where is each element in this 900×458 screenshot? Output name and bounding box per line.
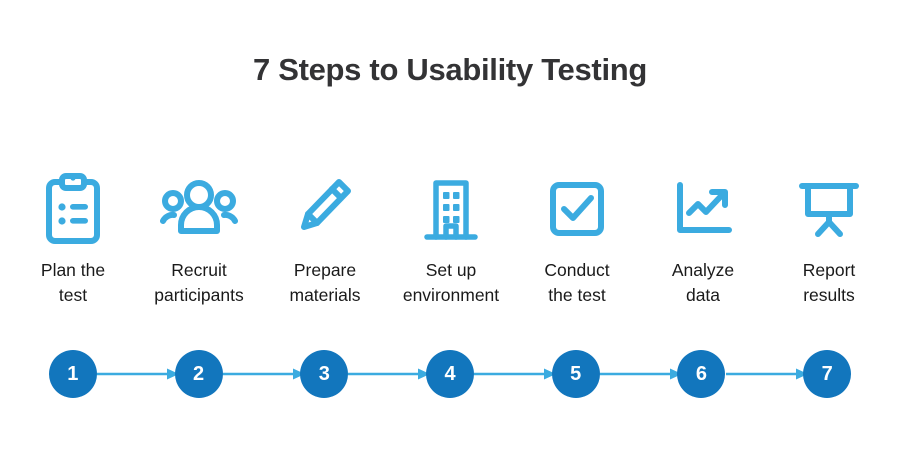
step-label: Plan the test [10,258,136,314]
step-label-line2: materials [289,285,361,305]
step-number-cell-4: 4 [387,345,557,403]
step-label-line1: Conduct [544,260,610,280]
arrow-icon [348,368,432,380]
step-number-badge: 3 [300,350,349,398]
step-label-line2: test [58,285,88,305]
steps-row: Plan the test Recruit [10,170,890,314]
step-number-badge: 2 [174,350,223,398]
step-label-line1: Prepare [293,260,357,280]
step-1: Plan the test [10,170,136,314]
arrow-icon [97,368,181,380]
checkbox-check-icon [548,170,606,248]
step-7: Report results [766,170,892,314]
step-label: Set up environment [388,258,514,314]
step-number-badge: 7 [803,350,852,398]
step-label-line1: Plan the [40,260,106,280]
step-5: Conduct the test [514,170,640,314]
page-title: 7 Steps to Usability Testing [252,52,648,87]
step-number-cell-7: 7 [764,345,890,403]
step-label-line1: Analyze [671,260,735,280]
step-4: Set up environment [388,170,514,314]
presentation-screen-icon [798,170,860,248]
pencil-icon [295,170,355,248]
arrow-icon [599,368,684,380]
clipboard-list-icon [44,170,102,248]
step-3: Prepare materials [262,170,388,314]
step-number-badge: 5 [551,350,600,398]
step-number-cell-1: 1 [10,345,179,403]
arrow-icon [222,368,307,380]
line-chart-up-icon [672,170,734,248]
building-icon [423,170,479,248]
arrow-icon [725,368,810,380]
step-label: Prepare materials [262,258,388,314]
step-number-row: 1 2 3 [10,345,890,403]
people-group-icon [159,170,239,248]
step-6: Analyze data [640,170,766,314]
step-number-cell-6: 6 [639,345,808,403]
step-number-badge: 1 [48,350,97,398]
step-label: Recruit participants [136,258,262,314]
step-label-line1: Set up [425,260,477,280]
step-number-badge: 6 [677,350,726,398]
step-label: Analyze data [640,258,766,314]
step-label-line2: environment [402,285,500,305]
step-number-cell-2: 2 [136,345,305,403]
step-number-badge: 4 [426,350,475,398]
step-label-line2: the test [548,285,606,305]
step-number-cell-3: 3 [261,345,431,403]
step-label-line2: participants [154,285,244,305]
step-label-line2: data [685,285,721,305]
step-number-cell-5: 5 [513,345,682,403]
step-label-line1: Recruit [171,260,227,280]
step-label-line1: Report [802,260,856,280]
step-label-line2: results [803,285,855,305]
step-label: Conduct the test [514,258,640,314]
step-2: Recruit participants [136,170,262,314]
arrow-icon [474,368,558,380]
step-label: Report results [766,258,892,314]
